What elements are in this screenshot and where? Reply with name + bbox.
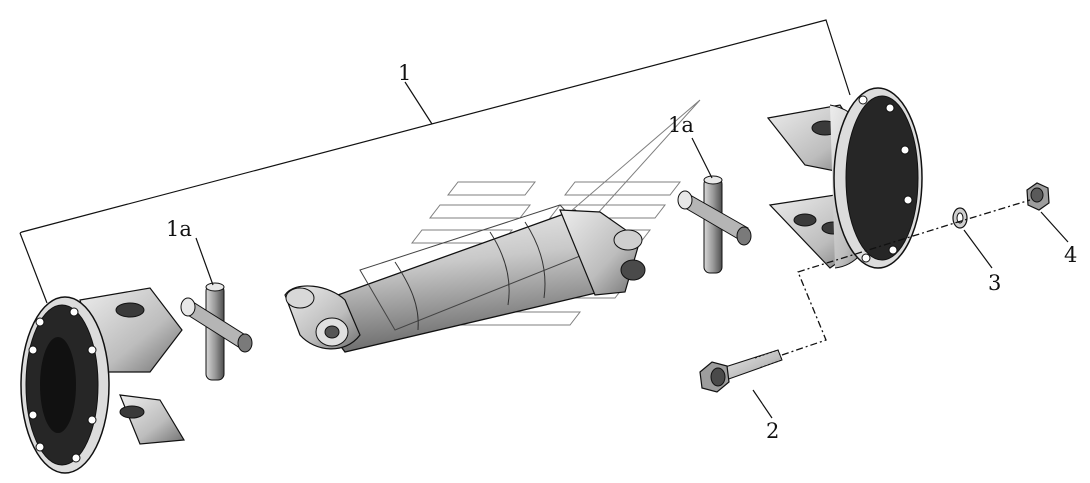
left-flange-yoke <box>20 287 186 474</box>
bolt <box>699 349 783 393</box>
callout-4: 4 <box>1064 243 1077 267</box>
callout-1a-left: 1a <box>166 217 192 241</box>
assembly-path <box>781 199 1031 356</box>
leader-lines <box>195 137 1069 419</box>
washer <box>952 207 968 229</box>
callout-1a-right: 1a <box>668 113 694 137</box>
right-flange-yoke <box>766 87 923 269</box>
left-cross-spider <box>180 282 253 381</box>
callout-3: 3 <box>988 271 1001 295</box>
assembly-bracket <box>19 19 851 304</box>
callout-2: 2 <box>766 419 779 443</box>
right-cross-spider <box>677 175 752 274</box>
drive-shaft <box>284 204 646 353</box>
nut <box>1026 182 1050 211</box>
callout-1: 1 <box>398 61 411 85</box>
